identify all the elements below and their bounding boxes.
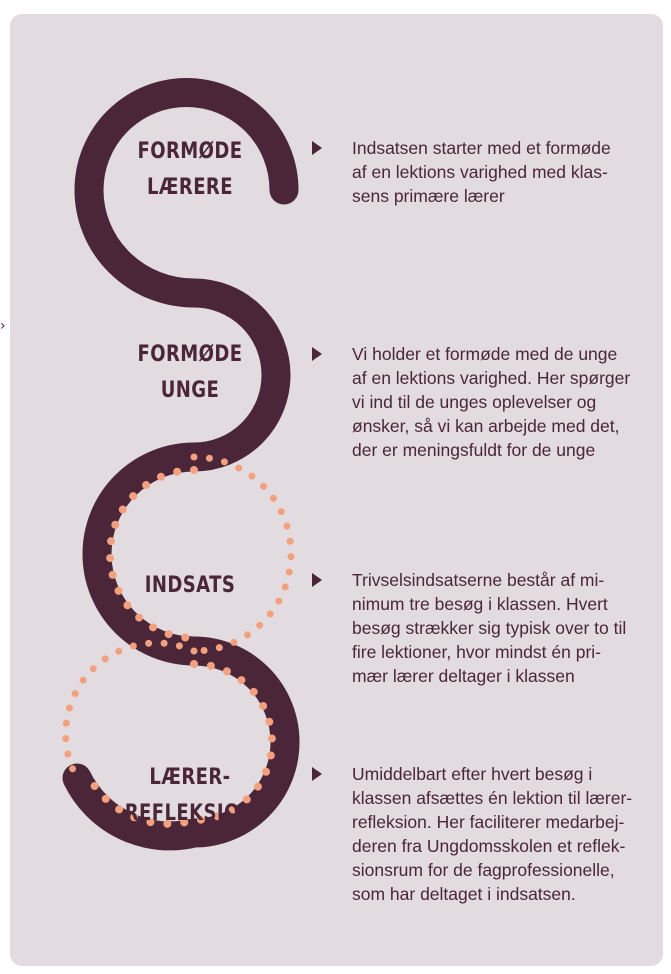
triangle-right-icon — [312, 347, 322, 361]
dotted-inner-refleksion — [85, 660, 276, 828]
triangle-right-icon — [312, 141, 322, 155]
dotted-arc-refleksion-left — [62, 639, 198, 782]
dotted-inner-indsats — [106, 466, 198, 642]
description-text: Trivselsindsatserne består af mi- nimum … — [352, 570, 627, 686]
stage-label-formoede-laerere: FORMØDE LÆRERE — [137, 139, 243, 200]
description-text: Umiddelbart efter hvert besøg i klassen … — [352, 764, 633, 904]
triangle-right-icon — [312, 767, 322, 781]
chevron-right-icon: › — [0, 318, 6, 334]
stage-label-formoede-unge: FORMØDE UNGE — [137, 342, 243, 403]
description-text: Vi holder et formøde med de unge af en l… — [352, 344, 631, 460]
description-text: Indsatsen starter med et formøde af en l… — [352, 138, 611, 206]
stage-label-laerer-refleksion: LÆRER- REFLEKSION — [124, 765, 256, 826]
stage-label-indsats: INDSATS — [144, 573, 236, 598]
dotted-arc-indsats-right — [190, 453, 295, 655]
triangle-right-icon — [312, 573, 322, 587]
